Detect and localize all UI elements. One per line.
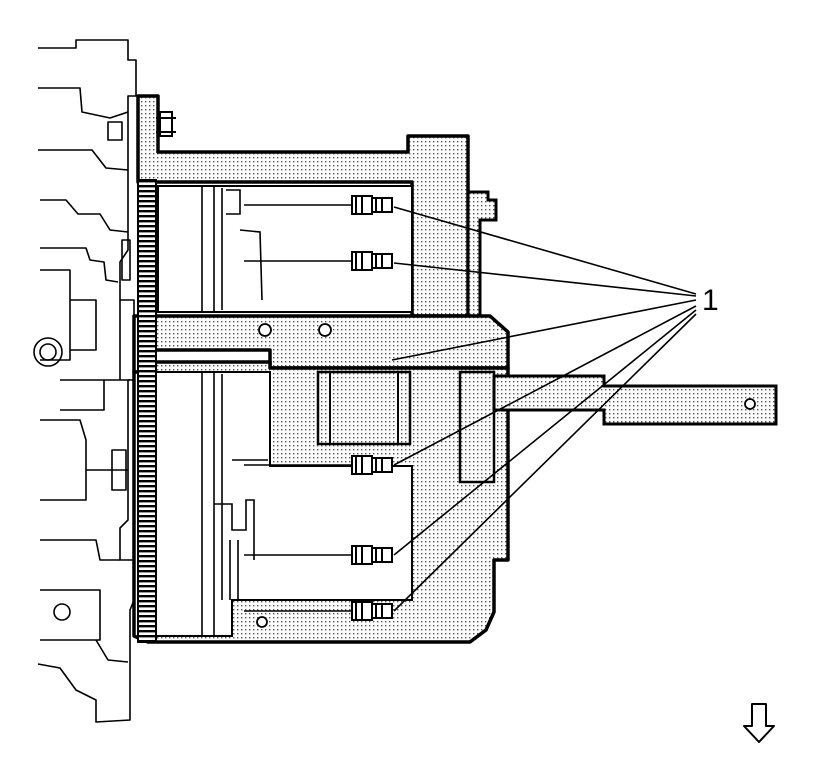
leader-to-bolt-2: [393, 262, 697, 297]
handle-hole: [744, 398, 756, 410]
bolt-1: [351, 195, 393, 215]
leader-to-bolt-3: [393, 305, 697, 466]
leader-to-hub: [391, 299, 697, 361]
leader-to-bolt-1: [393, 206, 697, 295]
flywheel-ring-gear: [137, 179, 157, 643]
down-arrow-icon: [743, 703, 775, 743]
callout-number-label: 1: [702, 284, 719, 317]
flywheel-detail: [201, 186, 268, 636]
bolt-2: [351, 251, 393, 271]
flange-bolt: [156, 111, 176, 137]
leader-to-bolt-4: [393, 309, 697, 556]
tool-upper-tab: [466, 190, 498, 318]
engine-block: [33, 39, 137, 723]
tool-center-hub: [316, 370, 496, 484]
bolt-3: [351, 455, 393, 475]
bolt-shafts: [244, 204, 352, 612]
callout-leaders: [391, 206, 697, 612]
flywheel-face: [155, 371, 413, 637]
tool-handle-bar: [492, 374, 778, 426]
bolt-5: [351, 601, 393, 621]
leader-to-bolt-5: [393, 313, 697, 612]
bolt-4: [351, 545, 393, 565]
